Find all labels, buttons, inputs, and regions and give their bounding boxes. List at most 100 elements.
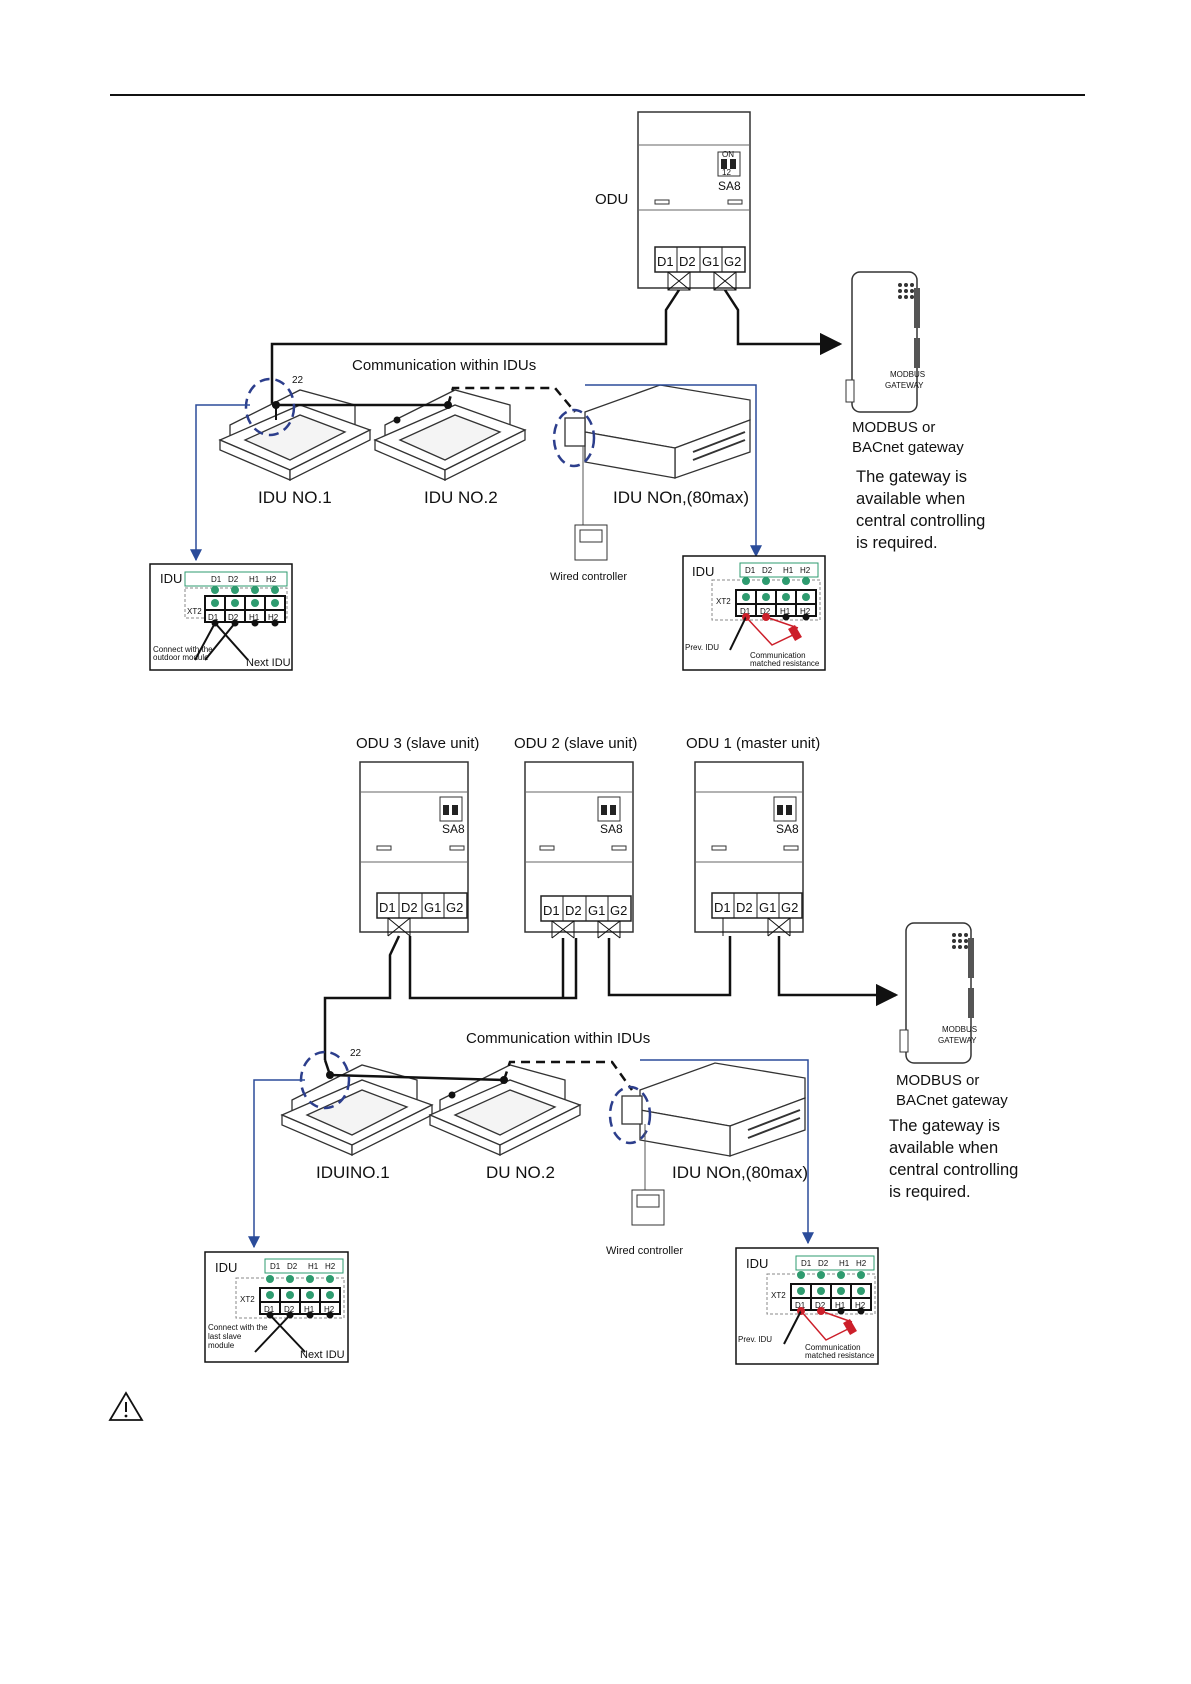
terminal-g2: G2 [446, 900, 463, 915]
bottom-term-h2: H2 [268, 613, 279, 622]
highlight-circle-2 [552, 408, 596, 468]
left-terminal-detail: IDU D1 D2 H1 H2 XT2 D1 D2 H1 H2 [204, 1251, 349, 1363]
terminal-d2: D2 [736, 900, 753, 915]
top-term-h2: H2 [856, 1259, 867, 1268]
top-term-h2: H2 [266, 575, 277, 584]
top-term-h1: H1 [839, 1259, 850, 1268]
sa8-label: SA8 [600, 822, 623, 836]
gateway-caption-line2: BACnet gateway [896, 1092, 1008, 1109]
diagram-1: ON 12 SA8 D1 D2 G1 G2 ODU [149, 111, 985, 671]
sa8-label: SA8 [442, 822, 465, 836]
left-terminal-detail: IDU D1 D2 H1 H2 XT2 D1 D2 H1 H2 [149, 563, 293, 671]
odu3-unit: SA8 D1 D2 G1 G2 [359, 761, 469, 933]
bottom-term-d2: D2 [760, 607, 771, 616]
gateway-box-line1: MODBUS [942, 1025, 977, 1034]
top-term-h2: H2 [800, 566, 811, 575]
gateway-note-line4: is required. [856, 534, 938, 552]
right-terminal-detail: IDU D1 D2 H1 H2 XT2 D1 D2 H1 H2 [682, 555, 826, 671]
bottom-term-h1: H1 [780, 607, 791, 616]
top-term-h2: H2 [325, 1262, 336, 1271]
bottom-term-h1: H1 [835, 1301, 846, 1310]
link-to-left-detail [190, 404, 250, 562]
gateway-note-line3: central controlling [856, 512, 985, 530]
terminal-g1: G1 [588, 903, 605, 918]
idu-cassette-1 [280, 1064, 434, 1157]
sa8-label: SA8 [718, 179, 741, 193]
wired-controller-label: Wired controller [606, 1245, 683, 1257]
gateway-box-line2: GATEWAY [938, 1036, 977, 1045]
detail-title: IDU [692, 564, 714, 579]
terminal-d2: D2 [565, 903, 582, 918]
idu-duct-unit [621, 1062, 806, 1157]
terminal-g2: G2 [610, 903, 627, 918]
right-terminal-detail: IDU D1 D2 H1 H2 XT2 D1 D2 H1 H2 [735, 1247, 879, 1365]
terminal-d1: D1 [657, 254, 674, 269]
link-to-right-detail [640, 1059, 814, 1245]
top-term-d2: D2 [228, 575, 239, 584]
next-idu-label: Next IDU [246, 657, 291, 669]
bottom-term-h2: H2 [800, 607, 811, 616]
modbus-gateway: MODBUS GATEWAY [899, 922, 977, 1064]
xt2-label: XT2 [187, 607, 202, 616]
bottom-term-d1: D1 [208, 613, 219, 622]
odu1-label: ODU 1 (master unit) [686, 735, 820, 752]
idu-cassette-2 [428, 1064, 582, 1157]
terminal-g2: G2 [724, 254, 741, 269]
terminal-d1: D1 [379, 900, 396, 915]
idu1-label: IDUINO.1 [316, 1163, 390, 1182]
wired-controller [631, 1189, 665, 1226]
note-line2: outdoor module [153, 653, 209, 662]
gateway-box-line1: MODBUS [890, 370, 925, 379]
gateway-note-line2: available when [889, 1139, 998, 1157]
odu2-label: ODU 2 (slave unit) [514, 735, 637, 752]
bottom-term-d1: D1 [740, 607, 751, 616]
wire-number: 22 [350, 1048, 362, 1059]
gateway-caption-line1: MODBUS or [896, 1072, 979, 1089]
next-idu-label: Next IDU [300, 1349, 345, 1361]
odu-unit: ON 12 SA8 D1 D2 G1 G2 [637, 111, 751, 289]
note-line1: Connect with the [208, 1323, 268, 1332]
highlight-circle-2 [608, 1085, 652, 1145]
warning-triangle-icon [108, 1391, 144, 1421]
top-term-d1: D1 [270, 1262, 281, 1271]
xt2-label: XT2 [771, 1291, 786, 1300]
top-term-d2: D2 [762, 566, 773, 575]
prev-idu-label: Prev. IDU [738, 1335, 772, 1344]
bottom-term-h2: H2 [855, 1301, 866, 1310]
highlight-circle-1 [244, 377, 296, 437]
gateway-note-line1: The gateway is [856, 468, 967, 486]
terminal-d1: D1 [543, 903, 560, 918]
top-term-d1: D1 [211, 575, 222, 584]
wired-controller [574, 524, 608, 561]
note-line1: Connect with the [153, 645, 213, 654]
gateway-note-line2: available when [856, 490, 965, 508]
idu2-label: IDU NO.2 [424, 488, 498, 507]
top-term-d1: D1 [745, 566, 756, 575]
modbus-gateway: MODBUS GATEWAY [845, 271, 925, 413]
odu-label: ODU [595, 191, 628, 208]
gateway-caption-line2: BACnet gateway [852, 439, 964, 456]
top-term-h1: H1 [249, 575, 260, 584]
gateway-note-line1: The gateway is [889, 1117, 1000, 1135]
idu-duct-unit [564, 384, 751, 479]
dip-on-label: ON [722, 150, 734, 159]
gateway-note-line3: central controlling [889, 1161, 1018, 1179]
odu1-unit: SA8 D1 D2 G1 G2 [694, 761, 804, 933]
top-term-d2: D2 [818, 1259, 829, 1268]
bottom-term-d1: D1 [795, 1301, 806, 1310]
note-line1: Communication [805, 1343, 861, 1352]
xt2-label: XT2 [240, 1295, 255, 1304]
note-line2: matched resistance [750, 659, 820, 668]
gateway-box-line2: GATEWAY [885, 381, 924, 390]
prev-idu-label: Prev. IDU [685, 643, 719, 652]
xt2-label: XT2 [716, 597, 731, 606]
terminal-g1: G1 [424, 900, 441, 915]
top-term-h1: H1 [308, 1262, 319, 1271]
bottom-term-d2: D2 [228, 613, 239, 622]
odu3-label: ODU 3 (slave unit) [356, 735, 479, 752]
dip-nums-label: 12 [722, 168, 731, 177]
terminal-d2: D2 [679, 254, 696, 269]
bottom-term-d1: D1 [264, 1305, 275, 1314]
